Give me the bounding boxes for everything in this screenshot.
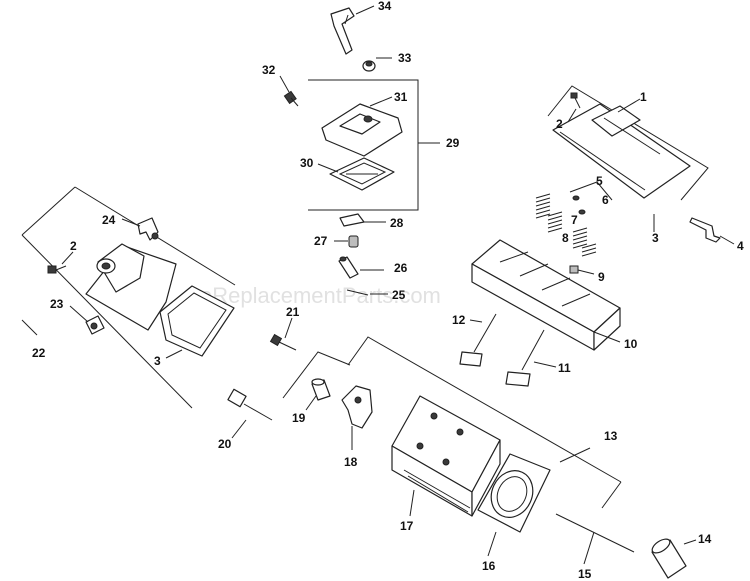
callout-11: 11 xyxy=(558,361,571,375)
part-plug xyxy=(348,235,359,248)
callout-10: 10 xyxy=(624,337,638,351)
callout-labels: 34 33 32 31 29 30 28 27 26 25 1 2 5 6 7 … xyxy=(32,0,744,581)
callout-12: 12 xyxy=(452,313,466,327)
callout-16: 16 xyxy=(482,559,496,573)
part-valve-12 xyxy=(459,313,497,367)
callout-4: 4 xyxy=(737,239,744,253)
callout-7: 7 xyxy=(571,213,578,227)
part-breather-housing xyxy=(85,243,177,331)
part-bolt-20 xyxy=(227,388,273,421)
callout-31: 31 xyxy=(394,90,408,104)
bracket-valve-cover xyxy=(547,85,709,201)
callout-1: 1 xyxy=(640,90,647,104)
part-rocker-arm xyxy=(341,385,373,429)
callout-3-top: 3 xyxy=(652,231,659,245)
part-cylinder-head xyxy=(391,395,501,517)
part-breather-gasket xyxy=(329,157,395,191)
callout-34: 34 xyxy=(378,0,392,13)
part-breather-tube xyxy=(330,7,355,55)
part-dowel xyxy=(311,378,331,401)
part-rocker-housing xyxy=(471,239,621,351)
callout-3-left: 3 xyxy=(154,354,161,368)
part-breather-fitting xyxy=(137,217,159,241)
callout-22: 22 xyxy=(32,346,46,360)
watermark: eReplacementParts.com xyxy=(200,283,441,308)
bracket-valve-springs xyxy=(569,181,613,201)
part-grommet xyxy=(362,60,376,72)
callout-6: 6 xyxy=(602,193,609,207)
part-valve-cover xyxy=(552,103,691,199)
callout-18: 18 xyxy=(344,455,358,469)
callout-29: 29 xyxy=(446,136,460,150)
part-screw-2-top xyxy=(570,92,581,109)
part-screw-32 xyxy=(283,90,299,107)
callout-23: 23 xyxy=(50,297,64,311)
callout-27: 27 xyxy=(314,234,328,248)
part-lever xyxy=(689,217,721,243)
callout-2-left: 2 xyxy=(70,239,77,253)
part-valve-11 xyxy=(505,329,545,387)
callout-32: 32 xyxy=(262,63,276,77)
part-pin xyxy=(346,289,369,296)
callout-2-top: 2 xyxy=(556,117,563,131)
callout-15: 15 xyxy=(578,567,592,581)
callout-21: 21 xyxy=(286,305,300,319)
part-head-gasket xyxy=(477,453,551,533)
callout-25: 25 xyxy=(392,288,406,302)
part-screw-2-left xyxy=(47,265,67,274)
callout-17: 17 xyxy=(400,519,414,533)
part-gasket-3 xyxy=(159,285,235,357)
part-check-valve xyxy=(85,315,105,335)
part-breather-cover xyxy=(321,103,403,157)
callout-8: 8 xyxy=(562,231,569,245)
callout-5: 5 xyxy=(596,174,603,188)
bracket-cylinder-head xyxy=(282,336,622,509)
part-tappet xyxy=(651,538,687,579)
callout-14: 14 xyxy=(698,532,712,546)
callout-30: 30 xyxy=(300,156,314,170)
callout-19: 19 xyxy=(292,411,306,425)
callout-28: 28 xyxy=(390,216,404,230)
leader-lines xyxy=(61,5,735,565)
callout-33: 33 xyxy=(398,51,412,65)
callout-13: 13 xyxy=(604,429,618,443)
callout-9: 9 xyxy=(598,270,605,284)
part-valve-springs xyxy=(535,193,597,274)
part-push-rod xyxy=(555,513,635,553)
part-bolt-21 xyxy=(269,333,297,351)
part-reed xyxy=(339,213,365,227)
callout-26: 26 xyxy=(394,261,408,275)
callout-24: 24 xyxy=(102,213,116,227)
bracket-cover-assembly xyxy=(308,79,440,211)
part-fitting xyxy=(338,256,359,279)
callout-20: 20 xyxy=(218,437,232,451)
